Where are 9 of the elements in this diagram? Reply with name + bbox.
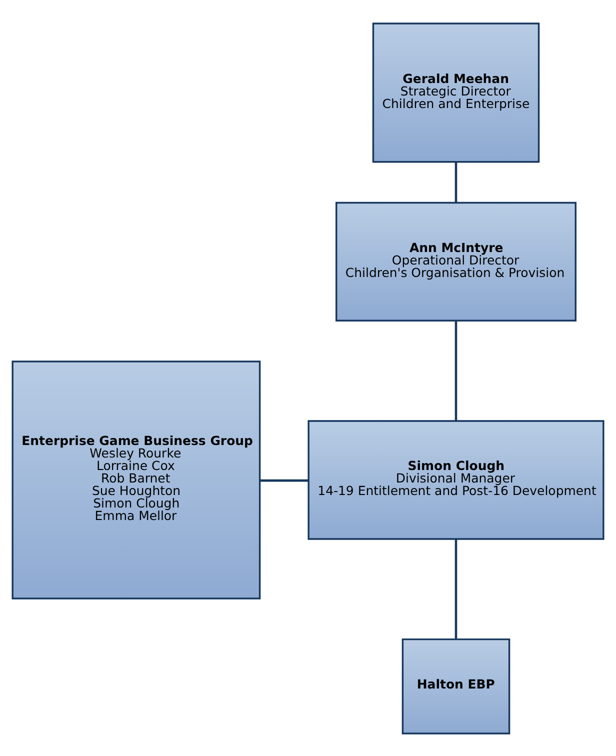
connector [454,538,458,639]
node-box: Gerald Meehan Strategic Director Children and Enterprise [372,22,540,162]
connector [454,161,458,202]
connector [260,478,308,482]
node-box: Halton EBP [402,638,510,734]
node-box: Simon Clough Divisional Manager 14-19 Entitlement and Post-16 Development [308,420,604,540]
node-box: Ann McIntyre Operational Director Children's Organisation & Provision [336,201,576,322]
connector [454,320,458,420]
node-box: Enterprise Game Business Group Wesley Rourke Lorraine Cox Rob Barnet Sue Houghton Simon Clough Emma Mellor [12,360,261,599]
